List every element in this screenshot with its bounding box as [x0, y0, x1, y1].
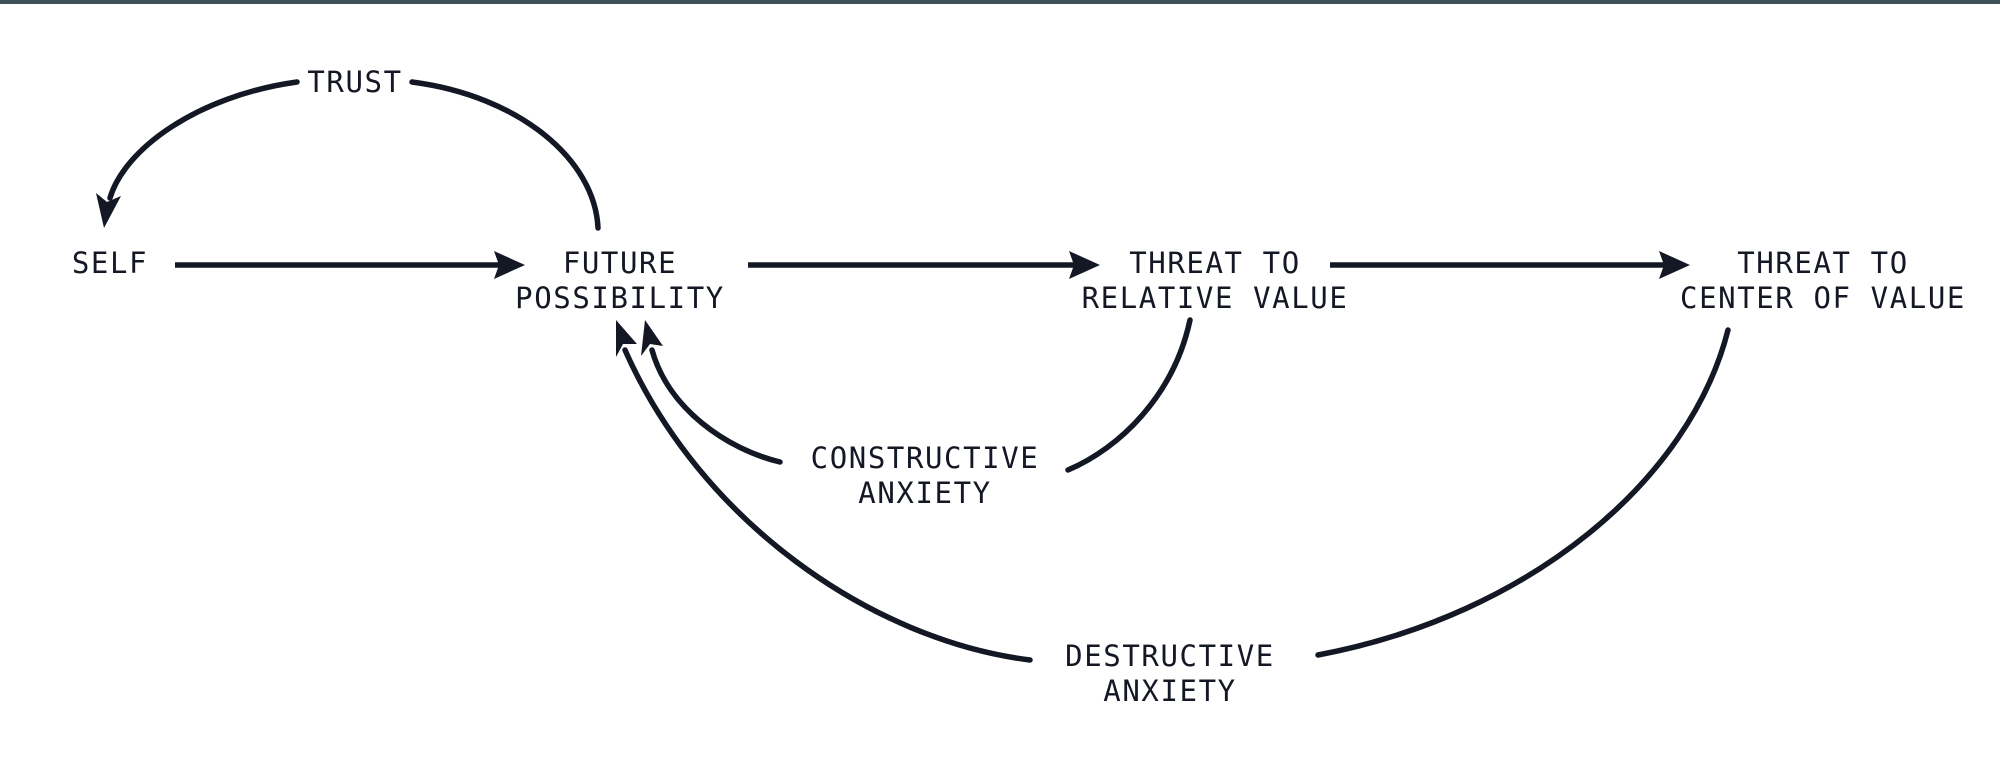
- node-label-center-line2: CENTER OF VALUE: [1680, 281, 1966, 315]
- node-label-destructive-anxiety: DESTRUCTIVE ANXIETY: [1065, 639, 1275, 708]
- edge-self-to-future: [175, 251, 525, 279]
- edge-relative-to-constructive-curve: [1065, 317, 1193, 473]
- node-label-constructive-line2: ANXIETY: [858, 476, 991, 510]
- edge-trust-to-self-arc: [96, 79, 300, 228]
- edge-constructive-to-future: [641, 320, 783, 465]
- node-label-constructive-anxiety: CONSTRUCTIVE ANXIETY: [811, 441, 1040, 510]
- node-label-future-line2: POSSIBILITY: [515, 281, 725, 315]
- edge-self-to-future-arrowhead: [494, 251, 525, 279]
- node-label-relative-line1: THREAT TO: [1129, 246, 1301, 280]
- node-label-destructive-line2: ANXIETY: [1103, 674, 1236, 708]
- node-label-threat-relative-value: THREAT TO RELATIVE VALUE: [1082, 246, 1349, 315]
- edge-trust-to-self-arrowhead: [96, 193, 121, 228]
- edge-future-to-relative: [748, 251, 1100, 279]
- edge-destructive-to-future-curve: [622, 347, 1033, 663]
- edge-future-to-relative-arrowhead: [1069, 251, 1100, 279]
- node-label-trust: TRUST: [307, 65, 402, 99]
- edge-destructive-to-future: [616, 320, 1033, 663]
- edge-center-to-destructive-curve: [1315, 327, 1731, 658]
- edge-future-to-trust-arc: [409, 79, 601, 231]
- edge-destructive-to-future-arrowhead: [616, 320, 637, 357]
- node-label-constructive-line1: CONSTRUCTIVE: [811, 441, 1040, 475]
- edge-relative-to-center-arrowhead: [1659, 251, 1690, 279]
- node-label-future-possibility: FUTURE POSSIBILITY: [515, 246, 725, 315]
- node-label-threat-center-value: THREAT TO CENTER OF VALUE: [1680, 246, 1966, 315]
- edge-relative-to-center: [1330, 251, 1690, 279]
- node-label-destructive-line1: DESTRUCTIVE: [1065, 639, 1275, 673]
- node-label-relative-line2: RELATIVE VALUE: [1082, 281, 1349, 315]
- node-label-future-line1: FUTURE: [563, 246, 677, 280]
- node-label-self: SELF: [72, 246, 148, 280]
- node-label-center-line1: THREAT TO: [1737, 246, 1909, 280]
- top-rule-divider: [0, 0, 2000, 4]
- edge-trust-to-self-curve: [107, 79, 300, 201]
- edge-constructive-to-future-arrowhead: [641, 320, 663, 356]
- edge-constructive-to-future-curve: [649, 347, 783, 465]
